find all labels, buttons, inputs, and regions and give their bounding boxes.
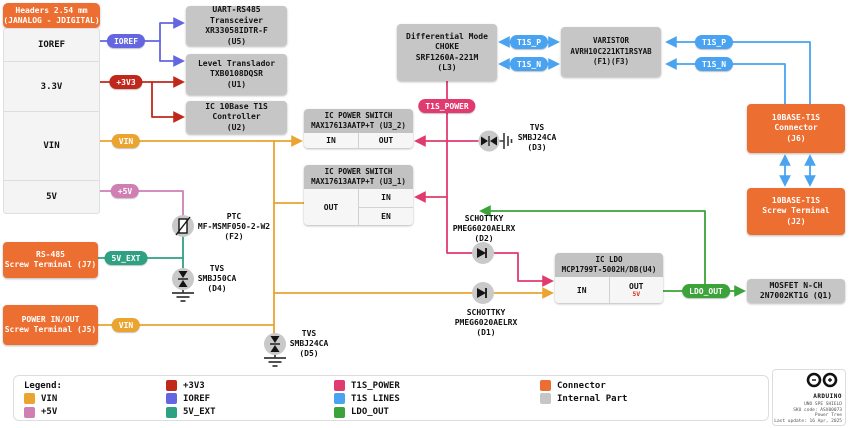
legend-item-ldo-out: LDO_OUT <box>334 406 540 418</box>
legend-item-internal-part: Internal Part <box>540 393 768 405</box>
header-row-5v: 5V <box>4 180 99 213</box>
header-row-vin: VIN <box>4 111 99 180</box>
ldo-title: IC LDO MCP1799T-5002H/DB(U4) <box>555 253 663 277</box>
u3-1-pin-en: EN <box>359 206 413 226</box>
legend-swatch-connector <box>540 380 551 392</box>
legend-item-t1s-lines: T1S LINES <box>334 393 540 405</box>
badge-5v: +5V <box>110 184 140 198</box>
arduino-wordmark: ARDUINO <box>813 393 842 400</box>
legend-swatch-5v-ext <box>166 406 177 418</box>
badge-5v-ext: 5V_EXT <box>104 251 148 265</box>
title-block-info: UNO SPE SHIELD SKU code: ASX00073 Power … <box>774 402 842 424</box>
headers-table-rows: IOREF 3.3V VIN 5V <box>3 28 100 214</box>
block-ldo-u4: IC LDO MCP1799T-5002H/DB(U4) IN OUT 5V <box>555 253 663 303</box>
headers-title-line1: Headers 2.54 mm <box>15 6 88 15</box>
schottky-diode-d2-icon <box>472 242 494 264</box>
ptc-fuse-f2-icon <box>172 215 194 237</box>
headers-title-line2: (JANALOG - JDIGITAL) <box>3 15 100 25</box>
header-row-ioref: IOREF <box>37 40 66 50</box>
u3-1-pin-out: OUT <box>323 202 339 212</box>
legend-swatch-5v <box>24 406 35 418</box>
legend-swatch-vin <box>24 393 35 405</box>
ldo-pin-in: IN <box>576 285 587 295</box>
legend-title: Legend: <box>24 380 62 391</box>
legend-item-5v-ext: 5V_EXT <box>166 406 334 418</box>
headers-table-title: Headers 2.54 mm (JANALOG - JDIGITAL) <box>3 3 100 28</box>
badge-vin-bottom: VIN <box>111 318 141 332</box>
u3-2-pin-out: OUT <box>358 133 413 148</box>
legend-swatch-3v3 <box>166 380 177 392</box>
badge-vin-top: VIN <box>111 134 141 148</box>
legend-item-3v3: +3V3 <box>166 380 334 392</box>
legend-item-vin: VIN <box>24 393 166 405</box>
arduino-logo-icon <box>806 372 838 388</box>
tvs-diode-d5-icon <box>264 333 286 367</box>
legend-swatch-ldo-out <box>334 406 345 418</box>
title-block: ARDUINO UNO SPE SHIELD SKU code: ASX0007… <box>772 369 846 426</box>
legend-item-t1s-power: T1S_POWER <box>334 380 540 392</box>
tvs-diode-d4-icon <box>172 268 194 302</box>
badge-t1s-p-right: T1S_P <box>694 35 734 49</box>
u3-1-pin-in: IN <box>381 193 391 203</box>
headers-table: Headers 2.54 mm (JANALOG - JDIGITAL) IOR… <box>3 3 100 214</box>
legend-item-ioref: IOREF <box>166 393 334 405</box>
badge-t1s-n-left: T1S_N <box>509 57 549 71</box>
badge-ioref: IOREF <box>106 34 146 48</box>
power-switch-u3-2-title: IC POWER SWITCH MAX17613AATP+T (U3_2) <box>304 109 413 133</box>
badge-t1s-n-right: T1S_N <box>694 57 734 71</box>
badge-t1s-power: T1S_POWER <box>418 99 476 113</box>
legend-swatch-t1s-lines <box>334 393 345 405</box>
block-power-switch-u3-2: IC POWER SWITCH MAX17613AATP+T (U3_2) IN… <box>304 109 413 148</box>
legend-item-5v: +5V <box>24 406 166 418</box>
schottky-diode-d1-icon <box>472 282 494 304</box>
u3-2-pin-in: IN <box>326 136 336 145</box>
tvs-diode-d3-icon <box>478 130 513 152</box>
block-power-switch-u3-1: IC POWER SWITCH MAX17613AATP+T (U3_1) OU… <box>304 165 413 225</box>
badge-t1s-p-left: T1S_P <box>509 35 549 49</box>
legend-swatch-internal-part <box>540 393 551 405</box>
legend-swatch-ioref <box>166 393 177 405</box>
ldo-pin-out: OUT 5V <box>608 277 664 303</box>
legend-swatch-t1s-power <box>334 380 345 392</box>
legend-item-connector: Connector <box>540 380 768 392</box>
power-switch-u3-1-title: IC POWER SWITCH MAX17613AATP+T (U3_1) <box>304 165 413 189</box>
t1s-power-net-wires <box>414 79 554 287</box>
badge-3v3: +3V3 <box>109 75 143 89</box>
legend-box: Legend: +3V3 T1S_POWER Connector VIN IOR… <box>13 375 769 421</box>
badge-ldo-out: LDO_OUT <box>682 284 730 298</box>
ldo-out-voltage: 5V <box>632 290 641 298</box>
header-row-3v3: 3.3V <box>4 61 99 111</box>
